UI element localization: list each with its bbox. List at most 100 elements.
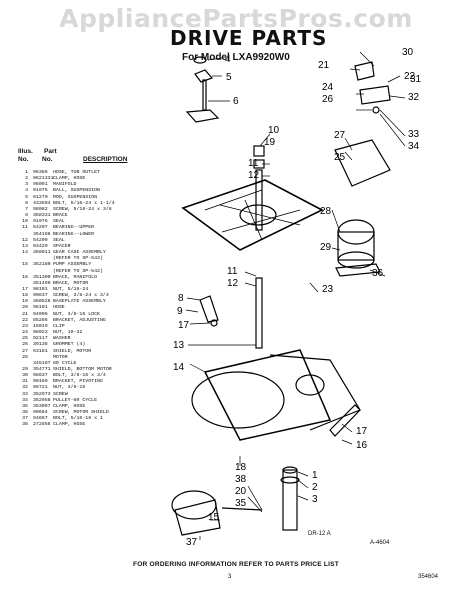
part-description: CLIP bbox=[53, 323, 65, 329]
callout-c36: 36 bbox=[372, 268, 384, 279]
part-number: 98637 bbox=[33, 373, 48, 379]
no-heading: No. bbox=[18, 156, 29, 163]
page-title: DRIVE PARTS bbox=[170, 26, 328, 50]
callout-c2: 2 bbox=[312, 482, 318, 493]
illus-number: 5 bbox=[25, 194, 28, 200]
illus-number: 6 bbox=[25, 200, 28, 206]
part-number: 90837 bbox=[33, 293, 48, 299]
part-number: 354196 bbox=[33, 231, 51, 237]
illus-number: 31 bbox=[22, 379, 28, 385]
part-description: MANIFOLD bbox=[53, 182, 77, 188]
callout-c17a: 17 bbox=[178, 320, 190, 331]
diagram-code-dr: DR-12 A bbox=[308, 531, 331, 537]
part-number: 94667 bbox=[33, 416, 48, 422]
legend-row: 18 90837 SCREW, 3/8-24 x 3/4 bbox=[18, 293, 168, 299]
callout-c11b: 11 bbox=[227, 266, 238, 277]
part-number: 96101 bbox=[33, 305, 48, 311]
illus-number: 21 bbox=[22, 311, 28, 317]
legend-row: 10 91076 SEAL bbox=[18, 219, 168, 225]
pump-base bbox=[174, 499, 221, 536]
illus-number: 7 bbox=[25, 206, 28, 212]
callout-c8: 8 bbox=[178, 293, 184, 304]
callout-c27: 27 bbox=[334, 130, 346, 141]
part-description: BRACKET, ADJUSTING bbox=[53, 317, 106, 323]
brace-part bbox=[199, 295, 219, 323]
bracket-bolt bbox=[372, 106, 380, 114]
callout-c15: 15 bbox=[208, 512, 220, 523]
part-number: 91076 bbox=[33, 219, 48, 225]
gear-shaft bbox=[255, 277, 263, 349]
callout-c5: 5 bbox=[226, 72, 232, 83]
part-description: SEAL bbox=[53, 219, 65, 225]
part-number: 9621331 bbox=[33, 176, 54, 182]
part-number: 360526 bbox=[33, 299, 51, 305]
callout-c22: 22 bbox=[404, 71, 416, 82]
part-description: SCREW, 5/16-24 x 3/8 bbox=[53, 206, 112, 212]
part-number: 352180 bbox=[33, 262, 51, 268]
illus-number: 18 bbox=[22, 293, 28, 299]
part-description: SEAL bbox=[53, 237, 65, 243]
part-description: SCREW, MOTOR SHIELD bbox=[53, 410, 109, 416]
part-description: PULLEY-60 CYCLE bbox=[53, 397, 98, 403]
part-number: 90664 bbox=[33, 410, 48, 416]
part-description: NUT, 3/8-16 bbox=[53, 385, 86, 391]
illus-number: 10 bbox=[22, 219, 28, 225]
callout-c31: 31 bbox=[410, 74, 422, 85]
callout-c35: 35 bbox=[235, 498, 247, 509]
part-number: 63181 bbox=[33, 348, 48, 354]
callout-c3: 3 bbox=[312, 494, 318, 505]
part-description: SPACER bbox=[53, 243, 71, 249]
pump-hose bbox=[221, 507, 263, 511]
callout-c16: 16 bbox=[356, 440, 368, 451]
pulley-wheel bbox=[191, 371, 285, 429]
callout-c26: 26 bbox=[322, 94, 334, 105]
part-number: 272858 bbox=[33, 422, 51, 428]
diagram-code-a: A-4604 bbox=[370, 540, 390, 546]
ordering-note: FOR ORDERING INFORMATION REFER TO PARTS … bbox=[133, 561, 339, 568]
part-number: 352958 bbox=[33, 397, 51, 403]
motor-shield bbox=[334, 139, 391, 187]
callout-c30: 30 bbox=[402, 47, 414, 58]
suspension-socket bbox=[194, 69, 214, 83]
part-number: 354771 bbox=[33, 367, 51, 372]
callout-c13: 13 bbox=[173, 340, 185, 351]
part-heading: Part bbox=[44, 148, 57, 155]
callout-c17b: 17 bbox=[356, 426, 368, 437]
part-number: 433594 bbox=[33, 200, 51, 206]
page-number: 3 bbox=[228, 574, 232, 580]
part-description: BOLT, 5/16-24 x 1-1/4 bbox=[53, 200, 115, 206]
part-description: NUT, 10-32 bbox=[53, 330, 83, 336]
part-number: 353097 bbox=[33, 403, 51, 409]
part-description: SHIELD, MOTOR bbox=[53, 348, 92, 354]
legend-row: (REFER TO SP-543) bbox=[18, 256, 168, 262]
illus-number: 37 bbox=[22, 416, 28, 422]
illus-number: 2 bbox=[25, 176, 28, 182]
part-description: BEARING--LOWER bbox=[53, 231, 95, 237]
callout-c28: 28 bbox=[320, 206, 332, 217]
part-number: 96101 bbox=[33, 286, 48, 292]
gear-case bbox=[203, 349, 332, 441]
callout-c18: 18 bbox=[235, 462, 247, 473]
part-number: 96386 bbox=[33, 170, 48, 175]
callout-c20: 20 bbox=[235, 486, 247, 497]
part-description: SCREW, 3/8-24 x 3/4 bbox=[53, 293, 109, 299]
illus-number: 8 bbox=[25, 213, 28, 219]
